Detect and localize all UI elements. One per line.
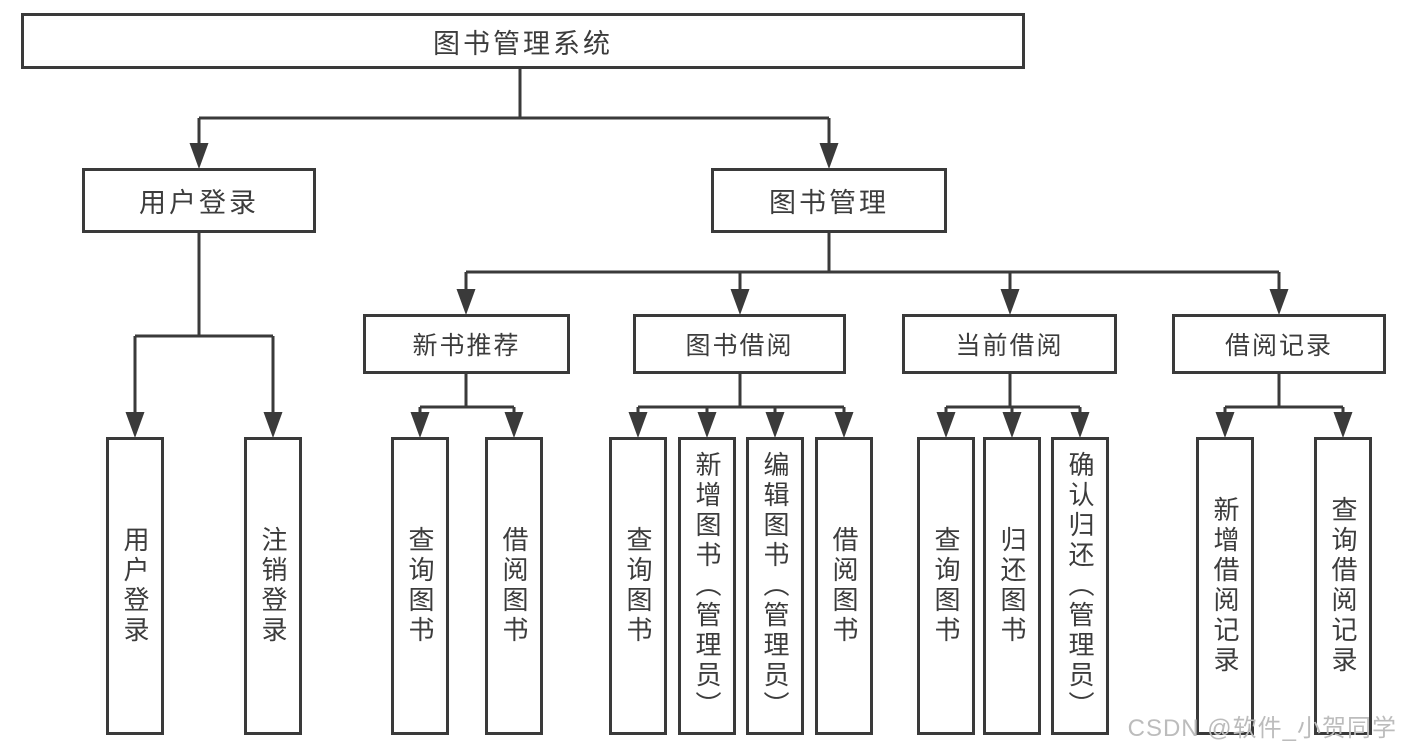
leaf-label: 查询图书 — [623, 526, 653, 646]
leaf-label: 确认归还（管理员） — [1065, 451, 1095, 721]
node-label: 图书借阅 — [685, 332, 794, 360]
leaf-label: 查询图书 — [931, 526, 961, 646]
leaf-label: 借阅图书 — [829, 526, 859, 646]
node-current-borrowing: 当前借阅 — [902, 314, 1117, 374]
leaf-label: 注销登录 — [258, 526, 288, 646]
leaf-confirm-return-admin: 确认归还（管理员） — [1051, 437, 1109, 735]
node-new-book-recommendation: 新书推荐 — [363, 314, 570, 374]
leaf-label: 查询借阅记录 — [1328, 496, 1358, 676]
leaf-label: 新增借阅记录 — [1210, 496, 1240, 676]
node-label: 借阅记录 — [1224, 332, 1333, 360]
leaf-label: 借阅图书 — [499, 526, 529, 646]
csdn-watermark: CSDN @软件_小贺同学 — [1127, 715, 1397, 742]
leaf-edit-books-admin: 编辑图书（管理员） — [746, 437, 804, 735]
node-label: 新书推荐 — [412, 332, 521, 360]
leaf-return-books: 归还图书 — [983, 437, 1041, 735]
leaf-borrow-books: 借阅图书 — [815, 437, 873, 735]
node-label: 当前借阅 — [955, 332, 1064, 360]
leaf-add-borrowing-record: 新增借阅记录 — [1196, 437, 1254, 735]
leaf-query-books-current: 查询图书 — [917, 437, 975, 735]
leaf-borrow-books-recommendation: 借阅图书 — [485, 437, 543, 735]
leaf-query-books-borrowing: 查询图书 — [609, 437, 667, 735]
node-book-management: 图书管理 — [711, 168, 947, 233]
leaf-query-borrowing-record: 查询借阅记录 — [1314, 437, 1372, 735]
leaf-add-books-admin: 新增图书（管理员） — [678, 437, 736, 735]
leaf-user-login: 用户登录 — [106, 437, 164, 735]
leaf-query-books-recommendation: 查询图书 — [391, 437, 449, 735]
leaf-label: 编辑图书（管理员） — [760, 451, 790, 721]
leaf-label: 用户登录 — [120, 526, 150, 646]
node-borrowing-records: 借阅记录 — [1172, 314, 1386, 374]
arrowheads — [125, 143, 1353, 438]
node-user-login: 用户登录 — [82, 168, 316, 233]
leaf-logout: 注销登录 — [244, 437, 302, 735]
leaf-label: 查询图书 — [405, 526, 435, 646]
leaf-label: 归还图书 — [997, 526, 1027, 646]
leaf-label: 新增图书（管理员） — [692, 451, 722, 721]
node-label: 用户登录 — [139, 188, 259, 218]
node-label: 图书管理 — [769, 188, 889, 218]
node-label: 图书管理系统 — [433, 28, 613, 59]
node-book-borrowing: 图书借阅 — [633, 314, 846, 374]
node-library-management-system: 图书管理系统 — [21, 13, 1025, 69]
